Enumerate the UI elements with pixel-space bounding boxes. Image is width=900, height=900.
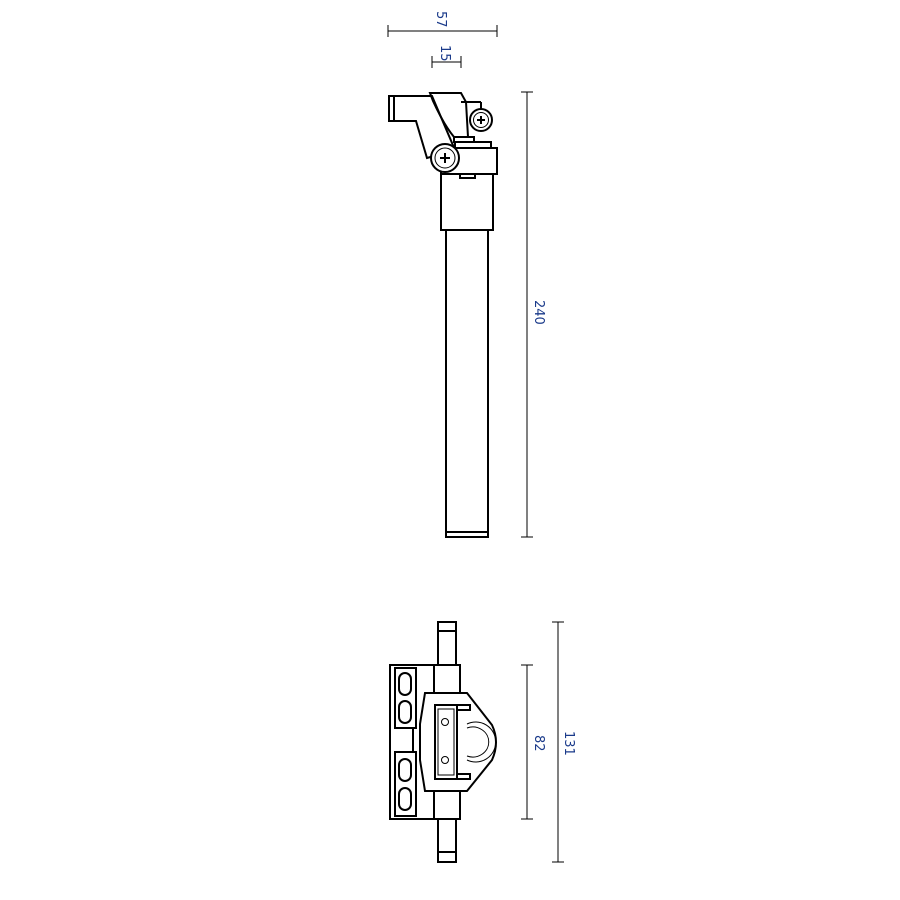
dimension-15: 15 — [431, 45, 462, 68]
dimension-15-label: 15 — [437, 45, 452, 62]
housing — [440, 173, 494, 231]
dimension-57-label: 57 — [433, 11, 448, 28]
dimension-82-label: 82 — [531, 735, 546, 752]
dimension-240: 240 — [521, 91, 546, 538]
front-view: 82 131 — [389, 621, 576, 863]
pad-upper — [394, 667, 417, 729]
side-view: 57 15 — [387, 11, 546, 538]
dimension-240-label: 240 — [531, 300, 546, 325]
screw-icon — [469, 108, 493, 132]
pad-lower — [394, 751, 417, 817]
screw-icon — [430, 143, 460, 173]
tube — [445, 229, 489, 538]
dimension-57: 57 — [387, 11, 498, 37]
dimension-131: 131 — [552, 621, 576, 863]
dimension-82: 82 — [521, 664, 546, 820]
clamp-block — [434, 704, 458, 780]
dimension-131-label: 131 — [561, 731, 576, 756]
